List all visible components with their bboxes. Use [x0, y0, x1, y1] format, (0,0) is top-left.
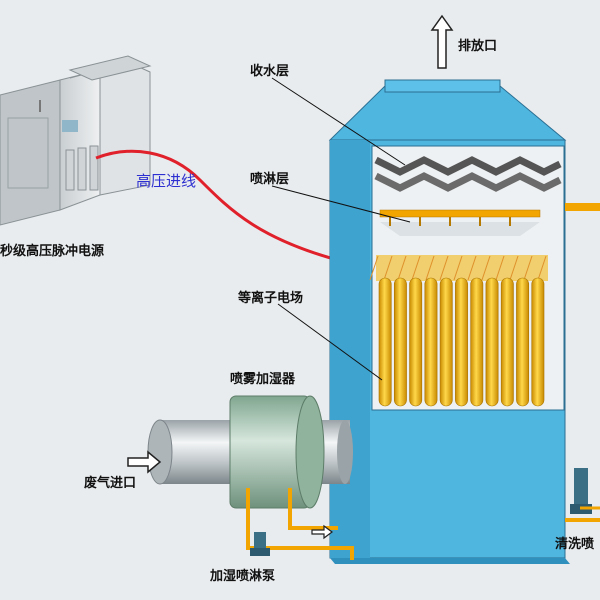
electrode-wire [411, 255, 421, 281]
electrode-wire [523, 255, 533, 281]
electrode-wire [397, 255, 407, 281]
water-collection-label: 收水层 [250, 63, 289, 79]
electrode-wire [369, 255, 379, 281]
cleaning-pump [565, 468, 600, 522]
plasma-field-label: 等离子电场 [237, 290, 303, 306]
water-collection-layer [374, 156, 562, 192]
hv-cable [95, 149, 346, 264]
spray-humidifier-label: 喷雾加湿器 [230, 371, 296, 387]
electrode-wire [481, 255, 491, 281]
electrode-rod [531, 277, 545, 407]
humidify-pump [246, 488, 354, 560]
exhaust-arrow [430, 14, 454, 69]
electrode-rod [439, 277, 453, 407]
leader-lines [271, 77, 411, 381]
electrode-wire [453, 255, 463, 281]
electrode-rod [485, 277, 499, 407]
electrode-rod [393, 277, 407, 407]
electrode-wire [467, 255, 477, 281]
electrode-rod [470, 277, 484, 407]
exhaust-label: 排放口 [458, 38, 497, 54]
electrode-rod [378, 277, 392, 407]
gas-inlet-label: 废气进口 [84, 475, 136, 491]
electrode-wire [537, 255, 547, 281]
electrode-wire [439, 255, 449, 281]
electrode-wire [383, 255, 393, 281]
drain-arrow [311, 524, 333, 540]
inlet-arrow [127, 450, 162, 474]
plasma-electrode-field [369, 255, 548, 407]
electrode-wire [509, 255, 519, 281]
power-supply-label: 秒级高压脉冲电源 [0, 243, 104, 259]
electrode-rod [409, 277, 423, 407]
power-supply-cabinet [0, 55, 152, 226]
electrode-rod [424, 277, 438, 407]
electrode-wire [495, 255, 505, 281]
spray-humidifier [147, 395, 353, 509]
electrode-wire [425, 255, 435, 281]
electrode-rod [516, 277, 530, 407]
humidify-pump-label: 加湿喷淋泵 [209, 568, 275, 584]
electrode-rod [455, 277, 468, 407]
hv-input-label: 高压进线 [136, 172, 196, 190]
spray-layer [379, 209, 541, 236]
electrode-rod [500, 277, 514, 407]
clean-spray-label: 清洗喷 [555, 536, 594, 552]
spray-layer-label: 喷淋层 [250, 171, 289, 187]
